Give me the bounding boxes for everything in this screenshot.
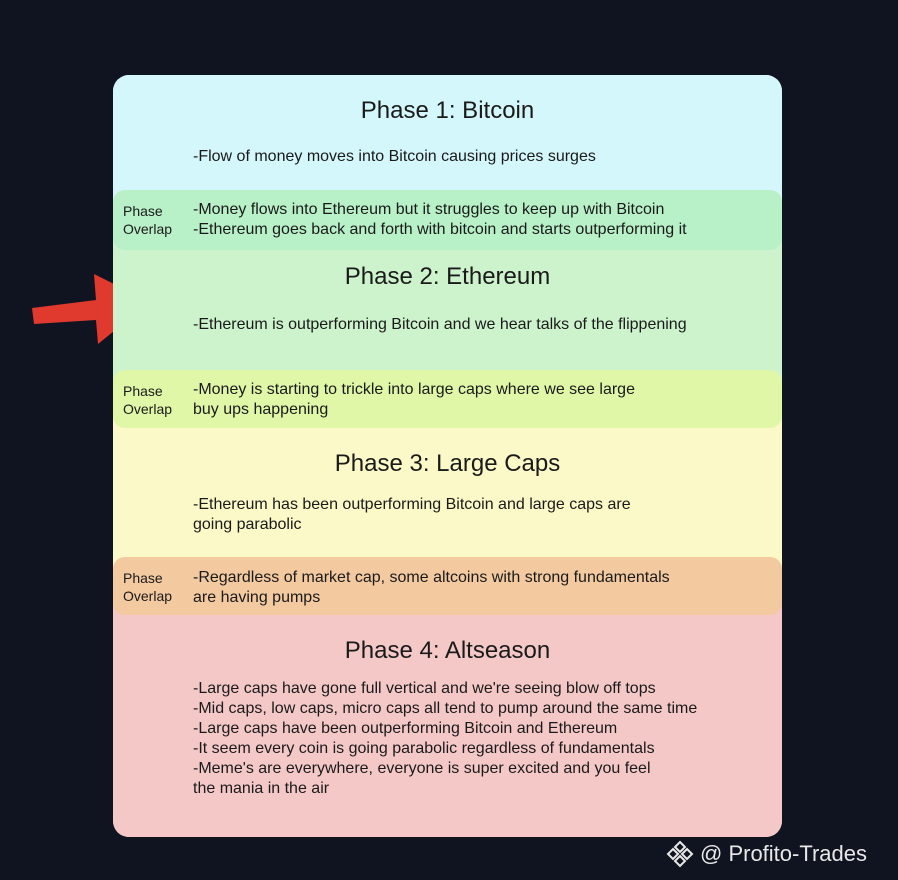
phase-1-title: Phase 1: Bitcoin	[360, 97, 535, 124]
phase-overlap-2-text: -Money is starting to trickle into large…	[193, 381, 635, 418]
phase-overlap-1-text: -Money flows into Ethereum but it strugg…	[193, 201, 687, 238]
phase-4-title: Phase 4: Altseason	[344, 637, 551, 664]
phase-4-description: -Large caps have gone full vertical and …	[193, 680, 698, 797]
phase-overlap-3-text: -Regardless of market cap, some altcoins…	[193, 569, 670, 606]
phase-overlap-3-label: Phase Overlap	[123, 570, 173, 604]
phases-card: Phase 1: Bitcoin -Flow of money moves in…	[113, 75, 782, 837]
phase-overlap-2: Phase Overlap -Money is starting to tric…	[113, 370, 782, 428]
phase-4-band	[113, 575, 782, 837]
phase-2-title: Phase 2: Ethereum	[344, 263, 551, 290]
phase-3-description: -Ethereum has been outperforming Bitcoin…	[193, 496, 631, 533]
watermark: @ Profito-Trades	[666, 838, 867, 870]
phase-overlap-2-label: Phase Overlap	[123, 383, 173, 417]
watermark-text: @ Profito-Trades	[700, 841, 868, 866]
phase-overlap-1-label: Phase Overlap	[123, 203, 173, 237]
phase-overlap-3: Phase Overlap -Regardless of market cap,…	[113, 557, 782, 615]
phase-3-title: Phase 3: Large Caps	[334, 450, 561, 477]
phase-1-band	[113, 75, 782, 205]
binance-diamond-icon	[666, 840, 694, 868]
phase-1-description: -Flow of money moves into Bitcoin causin…	[193, 148, 596, 165]
phase-overlap-1: Phase Overlap -Money flows into Ethereum…	[113, 190, 782, 250]
phase-2-description: -Ethereum is outperforming Bitcoin and w…	[193, 316, 687, 333]
